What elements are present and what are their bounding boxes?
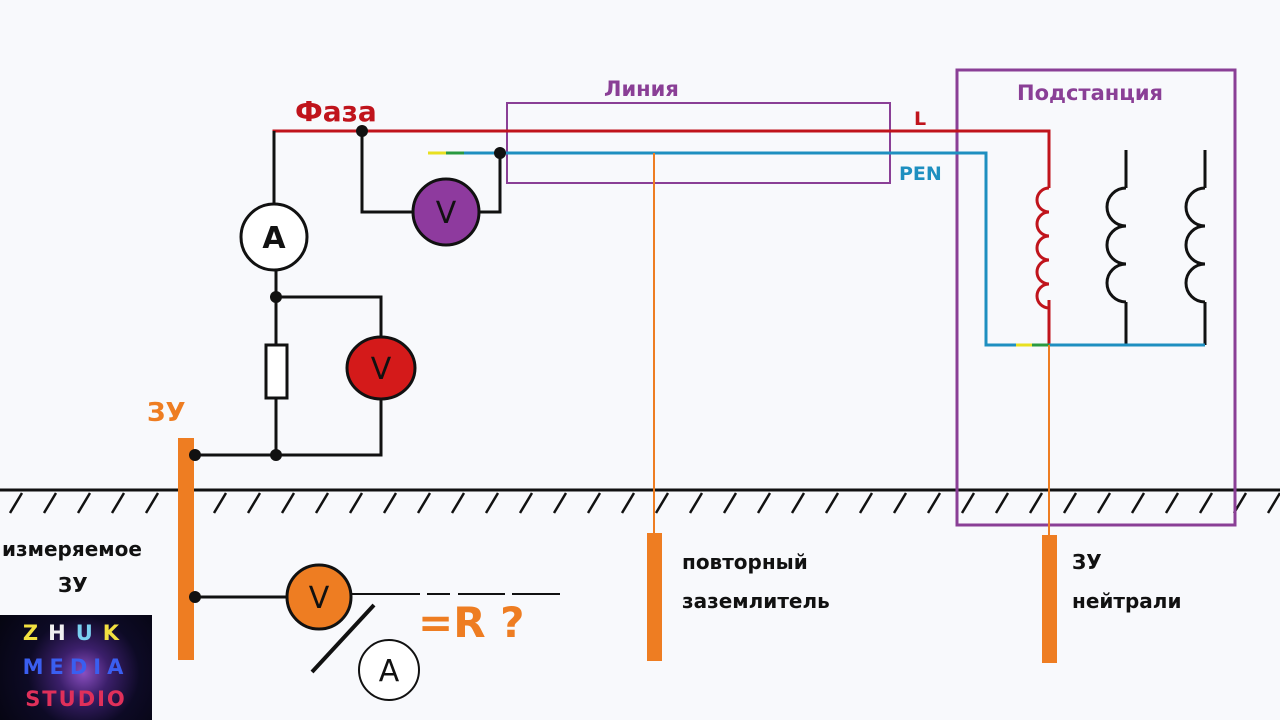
hatch-mark <box>620 492 636 514</box>
phase-coil <box>1035 186 1050 310</box>
hatch-mark <box>144 492 160 514</box>
purple-voltmeter-lead-right <box>480 153 502 214</box>
logo-letter: H <box>48 621 76 645</box>
hatch-mark <box>1062 492 1078 514</box>
hatch-mark <box>450 492 466 514</box>
hatch-mark <box>1096 492 1112 514</box>
hatch-mark <box>314 492 330 514</box>
hatch-mark <box>280 492 296 514</box>
hatch-mark <box>1198 492 1214 514</box>
hatch-mark <box>654 492 670 514</box>
junction-dot <box>270 291 282 303</box>
repeat-label-line1: повторный <box>682 550 808 574</box>
hatch-mark <box>348 492 364 514</box>
repeat-ground-rod <box>647 533 662 661</box>
PEN-label: PEN <box>899 163 942 185</box>
hatch-mark <box>892 492 908 514</box>
line-label: Линия <box>604 77 679 101</box>
hatch-mark <box>1266 492 1280 514</box>
measured-label-line1: измеряемое <box>2 537 142 561</box>
logo-letter: Z <box>22 621 49 645</box>
hatch-mark <box>994 492 1010 514</box>
hatch-mark <box>212 492 228 514</box>
resistance-formula: =R ? <box>418 598 525 647</box>
zu-label: ЗУ <box>147 398 186 428</box>
hatch-mark <box>1028 492 1044 514</box>
pen-wire <box>464 151 1016 347</box>
junction-dot <box>270 449 282 461</box>
ammeter-bottom <box>358 639 420 701</box>
repeat-label-line2: заземлитель <box>682 589 830 613</box>
substation-label: Подстанция <box>1017 81 1163 105</box>
hatch-mark <box>858 492 874 514</box>
ammeter-top-label: A <box>262 221 286 256</box>
measured-ground-rod <box>178 438 194 660</box>
zhuk-media-studio-logo: ZHUK MEDIA STUDIO <box>0 615 152 720</box>
voltmeter-orange-label: V <box>309 581 330 616</box>
hatch-mark <box>688 492 704 514</box>
red-voltmeter-lead-top <box>276 295 383 337</box>
hatch-mark <box>586 492 602 514</box>
voltmeter-purple <box>411 177 481 247</box>
hatch-mark <box>824 492 840 514</box>
junction-dot <box>494 147 506 159</box>
hatch-mark <box>926 492 942 514</box>
logo-row-zhuk: ZHUK <box>0 621 152 645</box>
line-box <box>506 102 891 184</box>
hatch-mark <box>76 492 92 514</box>
resistor <box>264 343 289 400</box>
substation-box <box>955 68 1237 527</box>
hatch-mark <box>518 492 534 514</box>
logo-row-studio: STUDIO <box>25 687 127 711</box>
measured-label-line2: ЗУ <box>58 573 88 597</box>
purple-voltmeter-lead-left <box>360 131 412 214</box>
hatch-mark <box>722 492 738 514</box>
red-voltmeter-lead-bottom <box>195 400 383 457</box>
neutral-label-line2: нейтрали <box>1072 589 1181 613</box>
voltmeter-red-label: V <box>371 352 392 387</box>
hatch-mark <box>756 492 772 514</box>
hatch-mark <box>790 492 806 514</box>
coil3 <box>1184 186 1206 304</box>
ammeter-top <box>239 202 309 272</box>
hatch-mark <box>110 492 126 514</box>
hatch-mark <box>8 492 24 514</box>
hatch-mark <box>960 492 976 514</box>
hatch-mark <box>42 492 58 514</box>
logo-letter: U <box>75 621 103 645</box>
hatch-mark <box>246 492 262 514</box>
logo-letter: K <box>102 621 130 645</box>
hatch-mark <box>1130 492 1146 514</box>
junction-dot <box>356 125 368 137</box>
ground-hatching <box>8 492 1280 514</box>
phase-label: Фаза <box>295 95 377 128</box>
ammeter-bottom-label: A <box>379 654 400 689</box>
hatch-mark <box>382 492 398 514</box>
hatch-mark <box>484 492 500 514</box>
logo-row-media: MEDIA <box>22 655 130 679</box>
voltmeter-orange <box>285 563 353 631</box>
junction-dot <box>189 591 201 603</box>
voltmeter-red <box>345 335 417 401</box>
voltmeter-purple-label: V <box>436 196 457 231</box>
division-slash <box>310 603 376 674</box>
neutral-ground-rod <box>1042 535 1057 663</box>
coil2 <box>1105 186 1127 304</box>
hatch-mark <box>552 492 568 514</box>
junction-dot <box>189 449 201 461</box>
neutral-label-line1: ЗУ <box>1072 550 1102 574</box>
hatch-mark <box>416 492 432 514</box>
L-label: L <box>914 108 926 130</box>
hatch-mark <box>1164 492 1180 514</box>
